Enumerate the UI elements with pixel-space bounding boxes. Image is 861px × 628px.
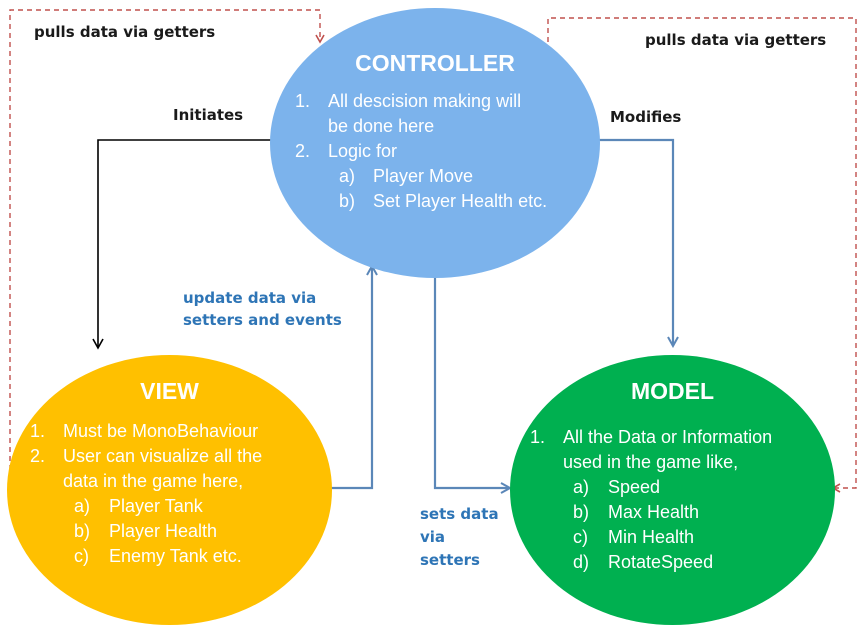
- list-letter: c): [74, 546, 89, 566]
- sets-label: sets data via setters: [420, 503, 499, 572]
- sets-label-line: sets data: [420, 505, 499, 523]
- controller-title: CONTROLLER: [355, 50, 515, 76]
- list-letter: a): [74, 496, 91, 516]
- model-list: 1. All the Data or Information used in th…: [530, 425, 830, 575]
- list-text: RotateSpeed: [608, 552, 714, 572]
- list-text: be done here: [328, 116, 435, 136]
- list-text: Player Health: [109, 521, 218, 541]
- list-text: User can visualize all the: [63, 446, 263, 466]
- controller-list: 1. All descision making will be done here…: [295, 89, 595, 214]
- list-letter: a): [573, 477, 590, 497]
- list-text: Player Move: [373, 166, 474, 186]
- list-number: 1.: [295, 91, 311, 111]
- update-arrow: [329, 266, 372, 490]
- list-text: Logic for: [328, 141, 398, 161]
- sets-label-line: setters: [420, 551, 480, 569]
- model-title: MODEL: [630, 378, 715, 404]
- list-text: All descision making will: [328, 91, 522, 111]
- list-text: Set Player Health etc.: [373, 191, 548, 211]
- list-text: Max Health: [608, 502, 700, 522]
- initiates-label: Initiates: [173, 106, 244, 124]
- list-letter: b): [573, 502, 590, 522]
- list-text: All the Data or Information: [563, 427, 773, 447]
- list-letter: b): [74, 521, 91, 541]
- list-number: 2.: [295, 141, 311, 161]
- view-node: VIEW 1. Must be MonoBehaviour 2. User can …: [7, 355, 332, 625]
- list-text: Min Health: [608, 527, 695, 547]
- modifies-arrow: [596, 138, 673, 346]
- list-number: 1.: [530, 427, 546, 447]
- list-text: Must be MonoBehaviour: [63, 421, 259, 441]
- update-label-line: update data via: [183, 289, 317, 307]
- list-text: Player Tank: [109, 496, 203, 516]
- update-label-line: setters and events: [183, 311, 342, 329]
- view-title: VIEW: [140, 378, 199, 404]
- view-list: 1. Must be MonoBehaviour 2. User can visua…: [30, 419, 330, 569]
- controller-node: CONTROLLER 1. All descision making will b…: [270, 8, 600, 278]
- list-text: data in the game here,: [63, 471, 244, 491]
- sets-label-line: via: [420, 528, 446, 546]
- view-pulls-arrow: [9, 9, 325, 488]
- model-node: MODEL 1. All the Data or Information used…: [510, 355, 835, 625]
- view-pulls-label: pulls data via getters: [34, 23, 216, 41]
- initiates-arrow: [92, 139, 275, 350]
- model-pulls-label: pulls data via getters: [645, 31, 827, 49]
- list-number: 2.: [30, 446, 46, 466]
- list-letter: c): [573, 527, 588, 547]
- update-label: update data via setters and events: [183, 287, 342, 331]
- list-letter: b): [339, 191, 356, 211]
- list-text: Speed: [608, 477, 661, 497]
- list-letter: a): [339, 166, 356, 186]
- list-number: 1.: [30, 421, 46, 441]
- sets-arrow: [433, 272, 510, 488]
- list-text: Enemy Tank etc.: [109, 546, 242, 566]
- list-letter: d): [573, 552, 590, 572]
- modifies-label: Modifies: [610, 108, 682, 126]
- list-text: used in the game like,: [563, 452, 739, 472]
